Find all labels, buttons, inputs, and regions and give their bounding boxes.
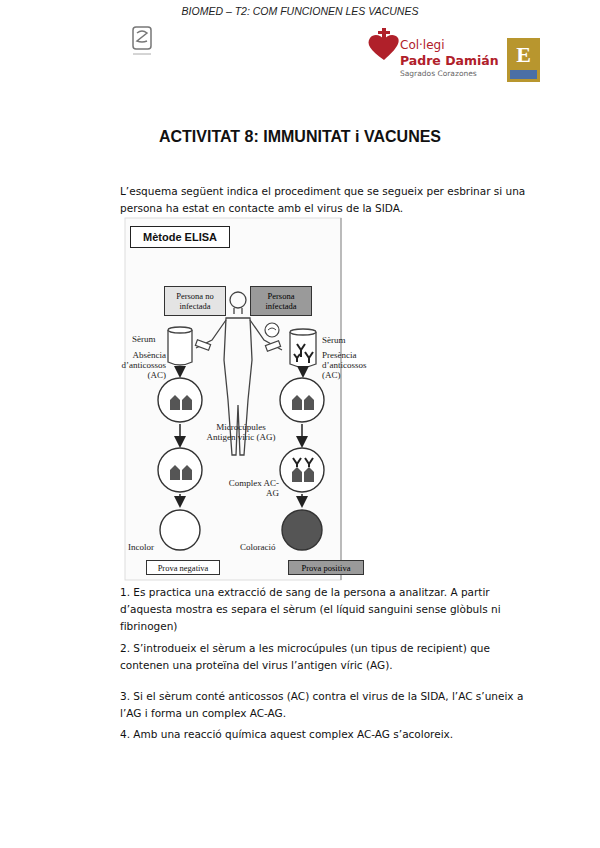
human-figure (196, 292, 282, 455)
virus-icon (265, 323, 279, 337)
syringe (195, 340, 280, 351)
result-box: Prova positiva (288, 560, 364, 575)
intro-paragraph: L’esquema següent indica el procediment … (120, 183, 532, 217)
badge-band (510, 70, 537, 79)
diagram-label: Sèrum (322, 335, 362, 345)
node-text: Prova positiva (302, 563, 351, 573)
node-text: Persona infectada (254, 291, 308, 311)
antibody (294, 344, 313, 363)
figure-ground (125, 218, 341, 580)
diagram-label: Incolor (128, 542, 162, 552)
diagram-label: Presència d’anticossos (AC) (322, 350, 384, 380)
step-paragraph: 3. Si el sèrum conté anticossos (AC) con… (120, 688, 535, 722)
group-box: Persona infectada (250, 286, 312, 316)
badge-letter: E (507, 42, 540, 68)
serum-tube (168, 327, 316, 367)
node-text: Persona no infectada (168, 291, 222, 311)
diagram-label: Sèrum (132, 334, 166, 344)
logo-text: Col·legi (400, 38, 510, 52)
microwell (158, 378, 324, 550)
node-text: Prova negativa (158, 563, 209, 573)
scan-edge (340, 218, 341, 580)
step-paragraph: 2. S’introdueix el sèrum a les microcúpu… (120, 640, 535, 674)
coloured-well (282, 510, 322, 550)
node-text: Mètode ELISA (143, 231, 217, 243)
logo-text: Padre Damián (400, 53, 510, 68)
antigen (170, 395, 314, 482)
method-box: Mètode ELISA (130, 226, 230, 248)
result-box: Prova negativa (146, 560, 220, 575)
running-header: BIOMED – T2: COM FUNCIONEN LES VACUNES (0, 5, 600, 17)
diagram-label: Microcúpules Antigen víric (AG) (201, 422, 281, 442)
diagram-label: Complex AC-AG (222, 478, 279, 498)
school-emblem (133, 27, 151, 54)
diagram-label: Coloració (240, 542, 280, 552)
step-paragraph: 4. Amb una reacció química aquest comple… (120, 726, 535, 743)
page-title: ACTIVITAT 8: IMMUNITAT i VACUNES (0, 128, 600, 146)
diagram-label: Absència d’anticossos (AC) (110, 350, 166, 380)
logo-text: Sagrados Corazones (400, 69, 510, 78)
group-box: Persona no infectada (164, 286, 226, 316)
bound-antibody (293, 458, 313, 467)
quality-badge (507, 38, 540, 82)
heart-logo (369, 28, 399, 60)
step-paragraph: 1. Es practica una extracció de sang de … (120, 584, 535, 635)
